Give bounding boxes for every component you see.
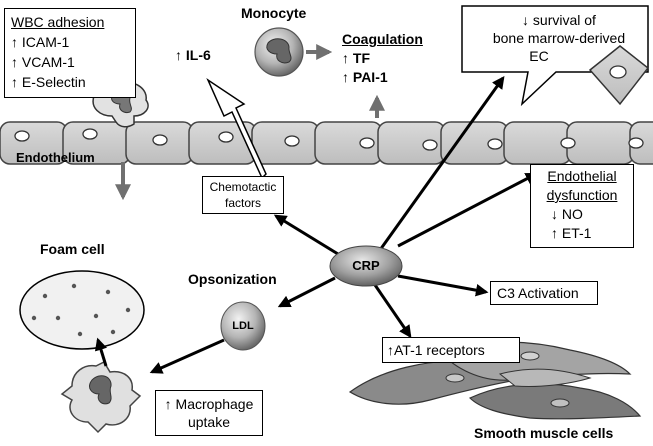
vcam-text: ↑ VCAM-1 xyxy=(11,54,75,70)
at1-receptors-text: ↑AT-1 receptors xyxy=(387,342,485,358)
smooth-muscle-label: Smooth muscle cells xyxy=(474,425,614,441)
no-text: ↓ NO xyxy=(551,206,583,222)
ldl-label: LDL xyxy=(232,320,254,332)
endothelial-dysfunction-box: Endothelial dysfunction ↓ NO ↑ ET-1 xyxy=(530,164,634,248)
crp-arrows xyxy=(94,75,539,374)
foam-cell-label: Foam cell xyxy=(40,241,105,257)
bone-marrow-ec-cell xyxy=(588,45,650,106)
coagulation-title: Coagulation xyxy=(342,31,423,47)
dysfunction-line2: dysfunction xyxy=(546,187,618,203)
dysfunction-line1: Endothelial xyxy=(547,168,617,184)
pai1-text: ↑ PAI-1 xyxy=(342,69,388,85)
icam-text: ↑ ICAM-1 xyxy=(11,34,70,50)
chemotactic-factors-box: Chemotactic factors xyxy=(202,176,284,214)
monocyte-label: Monocyte xyxy=(241,5,307,21)
macrophage-cell xyxy=(60,361,142,434)
et1-text: ↑ ET-1 xyxy=(551,225,592,241)
c3-activation-box: C3 Activation xyxy=(490,281,598,305)
chemotactic-line1: Chemotactic xyxy=(209,180,277,194)
tf-text: ↑ TF xyxy=(342,50,370,66)
survival-callout xyxy=(461,5,649,107)
crp-ellipse xyxy=(329,245,403,287)
survival-line2: bone marrow-derived xyxy=(492,30,626,46)
survival-line1: ↓ survival of xyxy=(522,12,596,28)
wbc-adhesion-title: WBC adhesion xyxy=(11,14,105,30)
monocyte-cell xyxy=(254,27,304,77)
foam-cell xyxy=(19,270,145,350)
c3-activation-text: C3 Activation xyxy=(497,285,579,301)
chemotactic-hollow-arrow xyxy=(206,77,267,180)
survival-text: ↓ survival of bone marrow-derived EC xyxy=(470,11,648,65)
endothelium-label: Endothelium xyxy=(16,150,95,165)
at1-receptors-box: ↑AT-1 receptors xyxy=(382,337,520,363)
e-selectin-text: ↑ E-Selectin xyxy=(11,74,86,90)
coagulation-block: Coagulation ↑ TF ↑ PAI-1 xyxy=(342,30,423,87)
wbc-adhesion-box: WBC adhesion ↑ ICAM-1 ↑ VCAM-1 ↑ E-Selec… xyxy=(4,8,136,98)
il6-label: ↑ IL-6 xyxy=(175,47,211,63)
macrophage-uptake-box: ↑ Macrophage uptake xyxy=(155,390,263,436)
endothelium-layer xyxy=(0,121,653,165)
opsonization-label: Opsonization xyxy=(188,271,277,287)
macrophage-line1: ↑ Macrophage xyxy=(164,396,254,412)
ldl-sphere xyxy=(220,301,266,351)
crp-label: CRP xyxy=(352,258,380,273)
macrophage-line2: uptake xyxy=(187,414,231,430)
chemotactic-line2: factors xyxy=(224,196,261,210)
smooth-muscle-cells xyxy=(348,341,642,420)
survival-line3: EC xyxy=(529,48,549,64)
